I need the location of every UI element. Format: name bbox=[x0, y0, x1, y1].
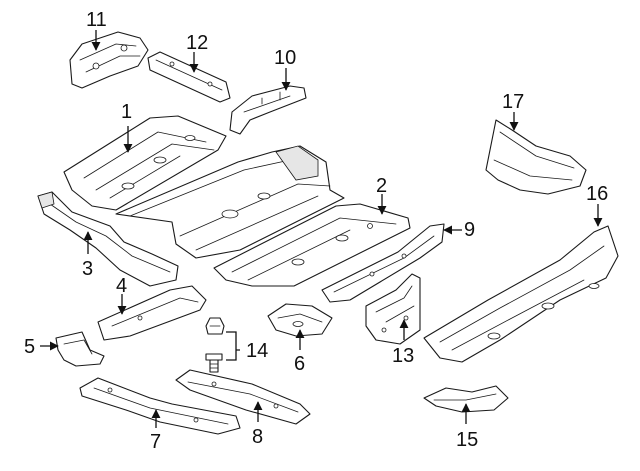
callout-17: 17 bbox=[502, 91, 524, 113]
leader-14 bbox=[226, 331, 240, 361]
callout-11: 11 bbox=[86, 9, 107, 31]
part-9-rocker-reinforcement bbox=[321, 223, 445, 303]
callout-numbers: 1 2 3 4 5 6 7 8 9 10 11 12 13 14 15 16 1… bbox=[24, 9, 608, 453]
part-15-bracket bbox=[423, 385, 509, 413]
callout-7: 7 bbox=[150, 431, 161, 453]
callout-16: 16 bbox=[586, 183, 608, 205]
callout-8: 8 bbox=[252, 426, 263, 448]
callout-6: 6 bbox=[294, 353, 305, 375]
part-14-fastener-bolt bbox=[205, 353, 223, 373]
callout-14: 14 bbox=[246, 340, 268, 362]
callout-9: 9 bbox=[464, 219, 475, 241]
callout-4: 4 bbox=[116, 275, 127, 297]
callout-10: 10 bbox=[274, 47, 296, 69]
leader-lines bbox=[40, 30, 603, 428]
callout-15: 15 bbox=[456, 429, 478, 451]
callout-5: 5 bbox=[24, 336, 35, 358]
part-16-underbody-shield bbox=[423, 225, 619, 363]
part-3-side-rail bbox=[37, 191, 179, 287]
floor-tunnel-assembly bbox=[115, 145, 345, 259]
part-5-bracket bbox=[55, 331, 105, 367]
part-17-panel bbox=[485, 119, 587, 195]
callout-13: 13 bbox=[392, 345, 414, 367]
part-12-crossmember bbox=[147, 51, 231, 103]
part-1-front-floor-pan bbox=[63, 115, 227, 211]
part-6-bracket bbox=[267, 303, 333, 337]
part-4-crossmember bbox=[97, 285, 207, 341]
part-7-crossmember bbox=[79, 377, 241, 435]
callout-2: 2 bbox=[376, 175, 387, 197]
part-11-bracket bbox=[69, 31, 149, 89]
part-8-crossmember bbox=[175, 369, 311, 425]
callout-12: 12 bbox=[186, 32, 208, 54]
part-2-rear-floor-pan bbox=[213, 203, 411, 287]
callout-1: 1 bbox=[121, 101, 132, 123]
part-14-fastener-nut bbox=[205, 317, 225, 335]
callout-3: 3 bbox=[82, 258, 93, 280]
part-10-rail bbox=[229, 85, 307, 135]
